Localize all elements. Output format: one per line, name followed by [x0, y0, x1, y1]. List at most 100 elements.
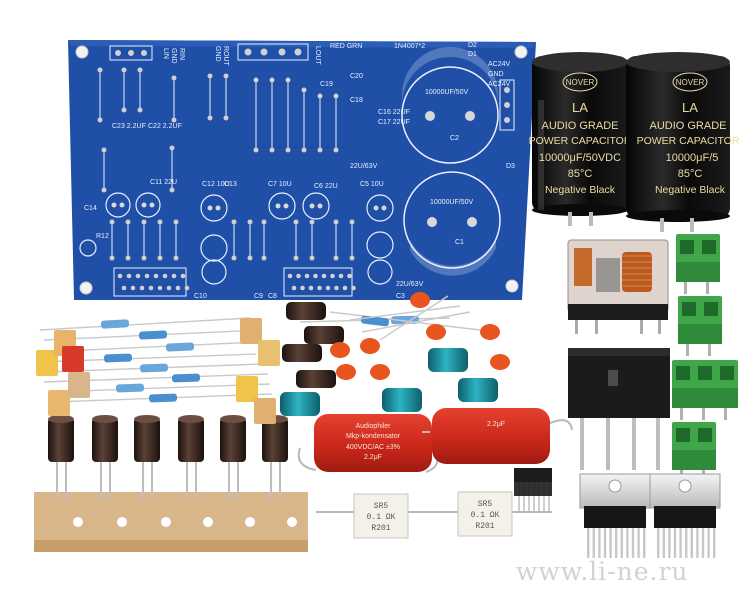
ic-pin: [304, 273, 310, 279]
ic-lead: [668, 528, 671, 558]
film-capacitor-large: Audiophiler Mkp-kondensator 400VDC/AC ±3…: [297, 414, 439, 473]
resistor-lead: [329, 311, 481, 331]
ceramic-capacitor: [426, 324, 446, 340]
pcb-power-header: [499, 79, 515, 131]
component-lead: [379, 295, 449, 341]
svg-text:10000UF/50V: 10000UF/50V: [430, 199, 474, 206]
pcb-small-cap-outlines: [79, 192, 394, 285]
ic-lead: [685, 528, 688, 558]
resistor-body: [100, 319, 130, 329]
ic-lead: [598, 528, 601, 558]
svg-text:AC24V: AC24V: [488, 81, 511, 88]
pin-header: [514, 468, 552, 512]
pad: [269, 77, 275, 83]
ic-pin: [342, 285, 348, 291]
pad: [223, 73, 229, 79]
svg-text:C22 2.2UF: C22 2.2UF: [148, 123, 182, 130]
svg-text:RIN: RIN: [178, 48, 185, 60]
svg-text:Mkp-kondensator: Mkp-kondensator: [346, 433, 401, 440]
ic-pin: [317, 285, 322, 291]
ic-lead: [690, 528, 693, 558]
svg-text:C11 22U: C11 22U: [150, 179, 177, 186]
pad: [109, 219, 115, 225]
ic-pin: [287, 273, 293, 279]
terminal-base: [678, 324, 722, 344]
film-capacitor-small: 2.2μF: [422, 408, 573, 464]
ic-pin: [325, 285, 331, 291]
pad: [285, 77, 291, 83]
pad: [207, 115, 213, 121]
ic-pin: [130, 285, 136, 291]
electrolytic-capacitor: [92, 418, 118, 462]
capacitor-top: [134, 415, 160, 423]
pad: [207, 73, 213, 79]
pad: [253, 147, 259, 153]
ic-lead: [673, 528, 677, 558]
ic-lead: [615, 528, 618, 558]
loose-resistors: [36, 311, 481, 424]
ic-body: [584, 506, 646, 528]
pad: [231, 255, 237, 261]
ic-lead: [643, 528, 646, 558]
terminal-pin: [702, 408, 705, 420]
terminal-screw: [676, 366, 690, 380]
pad: [141, 255, 147, 261]
ic-lead: [592, 528, 595, 558]
pad: [171, 117, 177, 123]
svg-text:C3: C3: [396, 293, 405, 300]
ic-pin: [148, 285, 154, 291]
component-lead: [349, 305, 461, 321]
svg-text:LOUT: LOUT: [314, 46, 321, 65]
relay: [567, 239, 669, 334]
ic-lead: [696, 528, 699, 558]
box-capacitor: [240, 318, 262, 344]
ceramic-capacitor: [410, 292, 430, 308]
ic-lead: [662, 528, 665, 558]
pcb-output-header: [237, 43, 309, 61]
pad: [157, 219, 163, 225]
pad: [293, 219, 299, 225]
svg-text:C23 2.2UF: C23 2.2UF: [112, 123, 146, 130]
svg-text:GND: GND: [170, 48, 177, 64]
box-capacitor: [258, 340, 280, 366]
svg-text:85°C: 85°C: [568, 168, 593, 180]
ic-lead: [609, 528, 612, 558]
ic-pin: [351, 285, 356, 291]
ic-pin: [166, 285, 172, 291]
resistor-body: [139, 363, 169, 373]
pcb-footprints: [97, 67, 355, 261]
resistor-lead: [39, 317, 251, 331]
resistor-body: [138, 330, 168, 340]
svg-text:2.2μF: 2.2μF: [364, 454, 382, 461]
ic-lead: [603, 528, 607, 558]
svg-text:C13: C13: [224, 181, 237, 188]
svg-text:POWER CAPACITOR: POWER CAPACITOR: [529, 135, 632, 147]
ic-lead: [626, 528, 629, 558]
ic-pin: [135, 273, 141, 279]
box-capacitor: [48, 390, 70, 416]
svg-text:POWER CAPACITOR: POWER CAPACITOR: [637, 135, 740, 147]
electrolytic-capacitor: [262, 418, 288, 462]
pad: [333, 219, 339, 225]
ceramic-capacitor: [330, 342, 350, 358]
teal-capacitor: [280, 392, 320, 416]
svg-text:400VDC/AC ±3%: 400VDC/AC ±3%: [346, 444, 400, 451]
svg-text:ROUT: ROUT: [222, 46, 229, 67]
power-amp-ics: [579, 473, 721, 558]
ic-pin: [184, 285, 190, 291]
ic-pin: [313, 273, 318, 279]
terminal-pin: [680, 408, 683, 420]
terminal-screw: [698, 428, 712, 442]
ic-pin: [171, 273, 177, 279]
svg-text:LIN: LIN: [162, 48, 169, 59]
ic-pin: [175, 285, 181, 291]
svg-text:10000μF/5: 10000μF/5: [666, 152, 719, 164]
pcb-ic-pins: [117, 273, 356, 291]
electrolytic-capacitor: [220, 418, 246, 462]
svg-text:C7 10U: C7 10U: [268, 181, 292, 188]
ic-pin: [321, 273, 327, 279]
svg-text:LA: LA: [572, 100, 588, 115]
ic-lead: [701, 528, 705, 558]
svg-text:AC24V: AC24V: [488, 61, 511, 68]
svg-text:D2: D2: [468, 42, 477, 49]
